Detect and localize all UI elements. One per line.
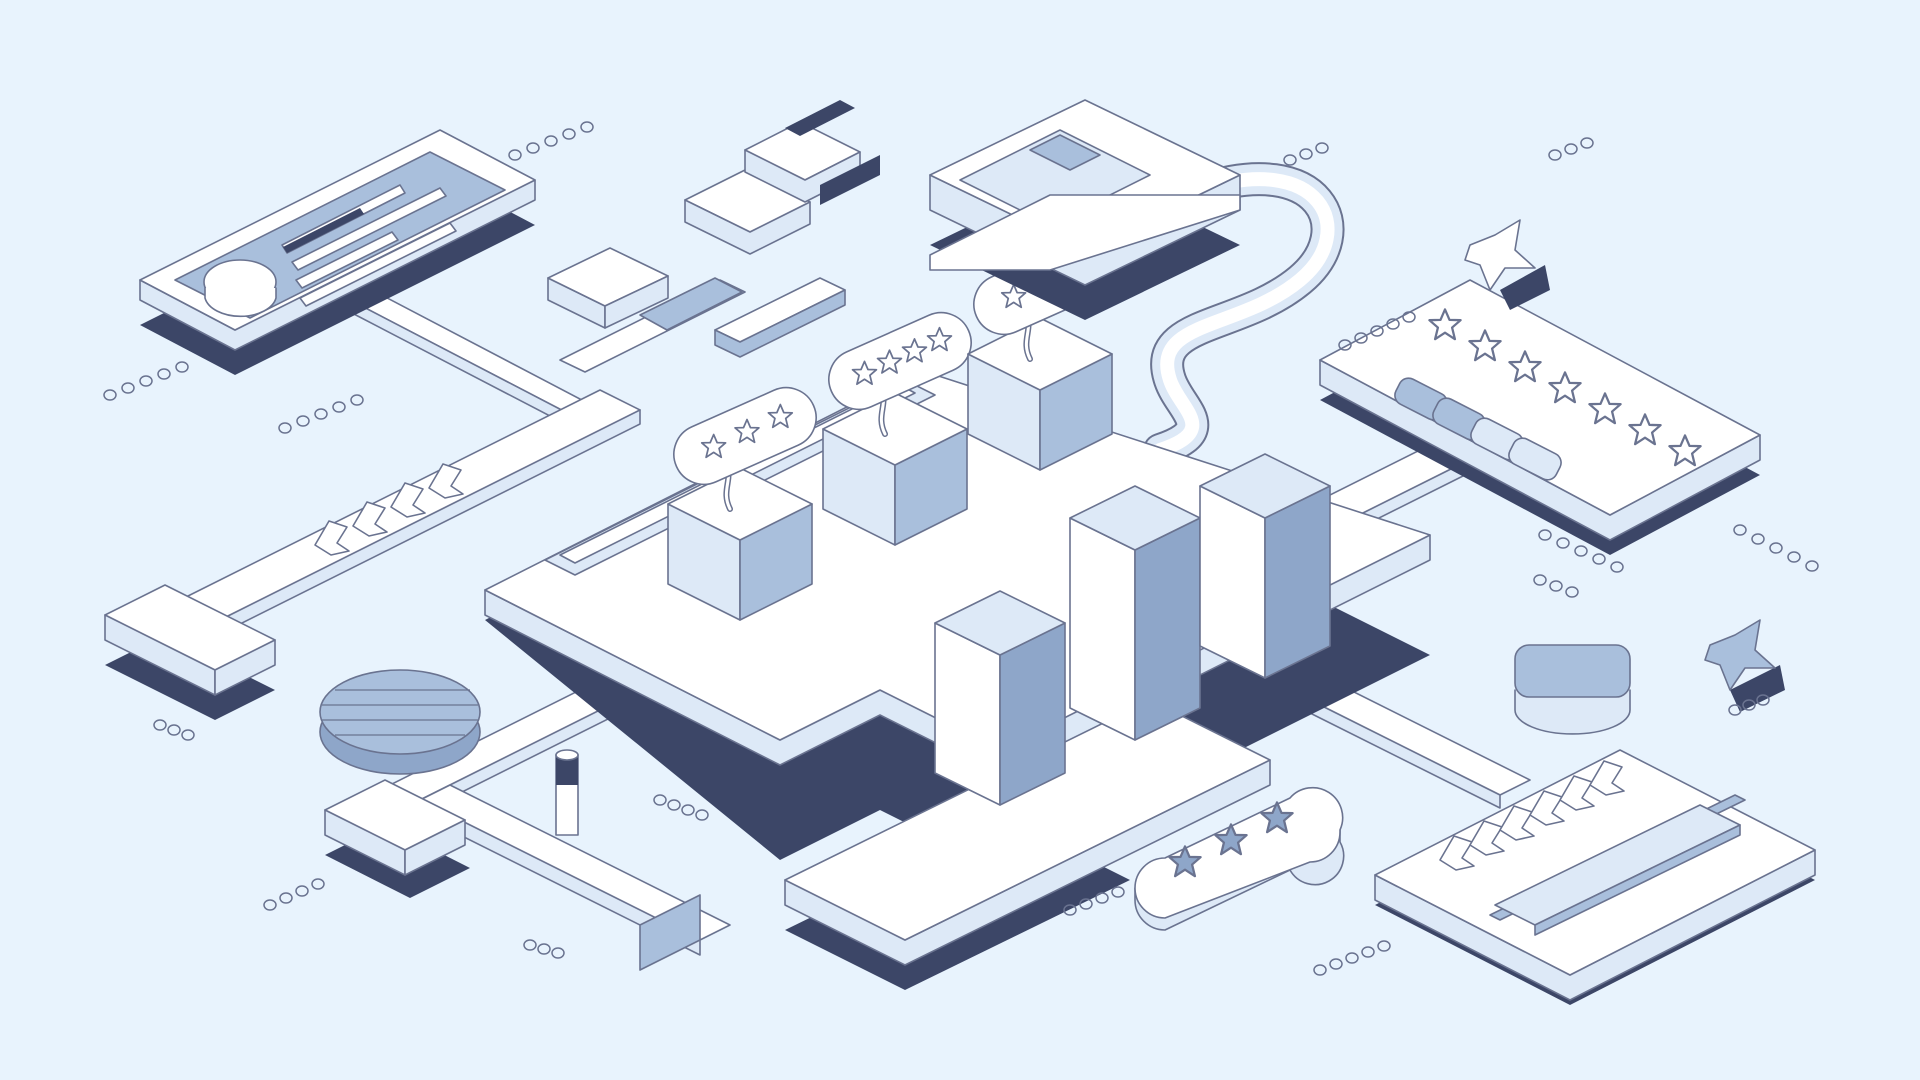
right-objects [1464,219,1785,735]
bar-chart-icon [934,453,1331,806]
connector-dot [508,149,522,161]
connector-dot [153,719,167,731]
chevron-arrows [314,463,1625,871]
connector-dot [1751,533,1765,545]
connector-dot [523,939,537,951]
connector-dot [1787,551,1801,563]
chart-bar [1069,485,1201,741]
connector-dot [1742,699,1756,711]
connector-dot [175,361,189,373]
connector-dot [121,382,135,394]
chevron-arrow-icon [390,482,426,518]
connector-dot [1402,311,1416,323]
connector-dot [1733,524,1747,536]
progress-bar-icon [1394,377,1562,481]
connector-dot [1386,318,1400,330]
connector-dot [1361,946,1375,958]
chevron-arrow-icon [1589,760,1625,796]
connector-dot [103,389,117,401]
progress-bar-icon [281,184,457,307]
connector-dot [1283,154,1297,166]
left-block [104,584,276,720]
connector-dot [1538,529,1552,541]
connector-dot [1079,898,1093,910]
rating-cube [822,381,968,546]
connector-dot [1548,149,1562,161]
rating-bubble-icon [673,386,817,486]
connector-dot [332,401,346,413]
connector-dot [167,724,181,736]
connector-dot [139,375,153,387]
chevron-arrow-icon [1529,790,1565,826]
connector-dot [1354,332,1368,344]
connector-dot [1565,586,1579,598]
connector-dot [278,422,292,434]
connector-dot [311,878,325,890]
connector-dot [544,135,558,147]
connector-dot [1592,553,1606,565]
connector-dot [263,899,277,911]
connector-dot [695,809,709,821]
star-rating-panel [1319,279,1761,555]
connector-dot [295,885,309,897]
connector-dot [1769,542,1783,554]
connector-dot [562,128,576,140]
connector-dot [1580,137,1594,149]
chevron-arrow-icon [1469,820,1505,856]
connector-dot [1063,904,1077,916]
connector-dot [1299,148,1313,160]
connector-dot [1338,339,1352,351]
connector-dot [526,142,540,154]
connector-dot [1377,940,1391,952]
connector-dot [1564,143,1578,155]
connector-dot [1111,886,1125,898]
connector-dot [653,794,667,806]
rating-bubble-icon [828,311,972,411]
chevron-arrow-icon [1499,805,1535,841]
chevron-arrow-icon [1439,835,1475,871]
connector-dot [537,943,551,955]
rating-chip [1134,786,1345,931]
connector-dot [1329,958,1343,970]
chart-bar [934,590,1066,806]
connector-dot [296,415,310,427]
chevron-arrow-icon [314,520,350,556]
connector-dot [1095,892,1109,904]
connector-dot [681,804,695,816]
connector-dot [1556,537,1570,549]
connector-dots [103,121,1819,976]
connector-dot [1313,964,1327,976]
tablet-screen [929,99,1241,320]
bottom-left-block [324,749,701,971]
connector-dot [279,892,293,904]
connector-dot [1756,694,1770,706]
connector-dot [1610,561,1624,573]
chevron-arrow-icon [1559,775,1595,811]
connector-dot [1549,580,1563,592]
chevron-arrow-icon [352,501,388,537]
chevron-arrow-icon [428,463,464,499]
stair-blocks [547,100,880,358]
chart-bar [1199,453,1331,679]
review-card [1374,749,1816,1005]
connector-dot [1315,142,1329,154]
striped-disc [319,669,481,775]
connector-dot [580,121,594,133]
connector-dot [551,947,565,959]
connector-dot [181,729,195,741]
connector-dot [1728,704,1742,716]
connector-dot [157,368,171,380]
connector-dot [1370,325,1384,337]
connector-dot [314,408,328,420]
profile-card [139,129,536,375]
connector-dot [1805,560,1819,572]
connector-dot [1533,574,1547,586]
connector-dot [667,799,681,811]
connector-dot [350,394,364,406]
connector-dot [1574,545,1588,557]
connector-dot [1345,952,1359,964]
